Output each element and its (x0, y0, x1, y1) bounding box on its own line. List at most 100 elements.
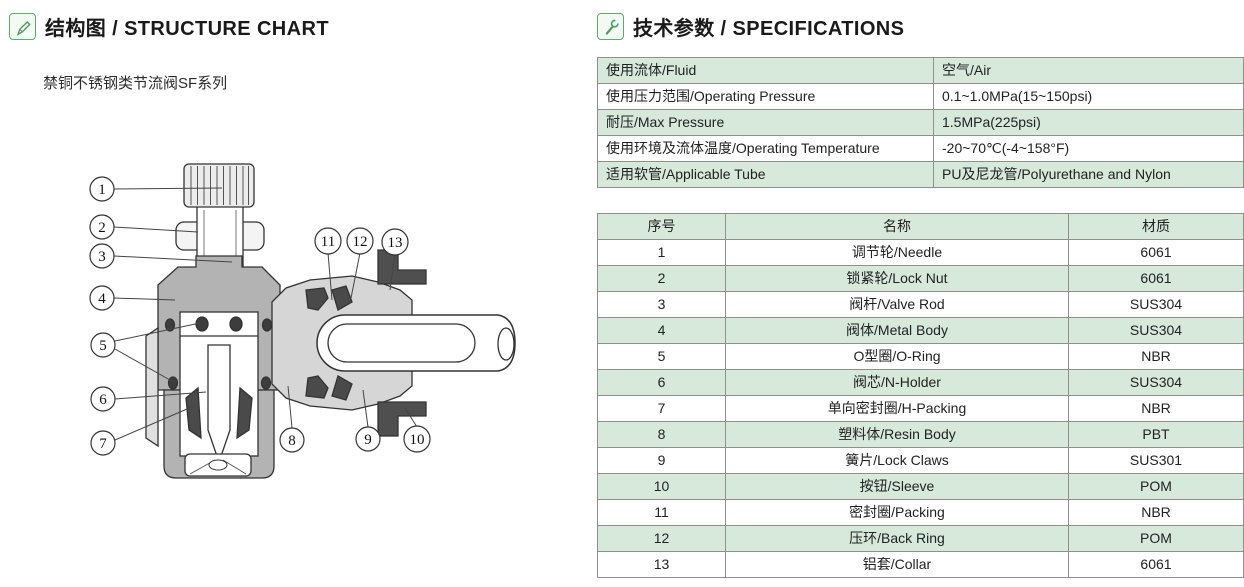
spec-label: 耐压/Max Pressure (597, 109, 934, 136)
callout-2: 2 (89, 214, 115, 240)
table-row: 使用流体/Fluid 空气/Air (597, 57, 1244, 84)
spec-value: 1.5MPa(225psi) (933, 109, 1244, 136)
part-no: 5 (597, 343, 726, 370)
part-name: O型圈/O-Ring (725, 343, 1069, 370)
table-row: 7 单向密封圈/H-Packing NBR (597, 395, 1244, 422)
table-row: 3 阀杆/Valve Rod SUS304 (597, 291, 1244, 318)
part-no: 13 (597, 551, 726, 578)
parts-header-name: 名称 (725, 213, 1069, 240)
table-row: 8 塑料体/Resin Body PBT (597, 421, 1244, 448)
svg-text:8: 8 (288, 433, 296, 449)
structure-chart-title: 结构图 / STRUCTURE CHART (45, 18, 329, 40)
part-no: 11 (597, 499, 726, 526)
part-name: 按钮/Sleeve (725, 473, 1069, 500)
table-row: 2 锁紧轮/Lock Nut 6061 (597, 265, 1244, 292)
svg-text:4: 4 (98, 291, 106, 307)
spec-label: 使用流体/Fluid (597, 57, 934, 84)
part-name: 阀杆/Valve Rod (725, 291, 1069, 318)
parts-header-serial: 序号 (597, 213, 726, 240)
svg-text:11: 11 (321, 234, 335, 250)
table-row: 使用环境及流体温度/Operating Temperature -20~70℃(… (597, 135, 1244, 162)
part-name: 锁紧轮/Lock Nut (725, 265, 1069, 292)
structure-chart-header: 结构图 / STRUCTURE CHART (9, 12, 329, 41)
part-material: NBR (1068, 395, 1244, 422)
part-name: 压环/Back Ring (725, 525, 1069, 552)
part-no: 3 (597, 291, 726, 318)
part-name: 簧片/Lock Claws (725, 447, 1069, 474)
svg-text:3: 3 (98, 249, 106, 265)
part-no: 7 (597, 395, 726, 422)
valve-cross-section-drawing: 1 2 3 4 5 6 7 8 9 10 11 12 13 (89, 163, 516, 479)
spec-value: PU及尼龙管/Polyurethane and Nylon (933, 161, 1244, 188)
svg-text:5: 5 (99, 338, 107, 354)
table-row: 10 按钮/Sleeve POM (597, 473, 1244, 500)
part-name: 阀芯/N-Holder (725, 369, 1069, 396)
pencil-icon (9, 13, 36, 40)
specifications-header: 技术参数 / SPECIFICATIONS (597, 12, 904, 41)
part-no: 10 (597, 473, 726, 500)
callout-3: 3 (89, 243, 115, 269)
part-no: 6 (597, 369, 726, 396)
spec-label: 使用环境及流体温度/Operating Temperature (597, 135, 934, 162)
callout-1: 1 (89, 176, 115, 202)
svg-text:1: 1 (98, 182, 106, 198)
table-row: 5 O型圈/O-Ring NBR (597, 343, 1244, 370)
part-name: 塑料体/Resin Body (725, 421, 1069, 448)
part-material: NBR (1068, 343, 1244, 370)
table-row: 1 调节轮/Needle 6061 (597, 239, 1244, 266)
series-subtitle: 禁铜不锈钢类节流阀SF系列 (43, 75, 228, 92)
table-row: 9 簧片/Lock Claws SUS301 (597, 447, 1244, 474)
part-material: SUS301 (1068, 447, 1244, 474)
wrench-icon (597, 13, 624, 40)
callout-12: 12 (346, 227, 374, 255)
callout-4: 4 (89, 285, 115, 311)
svg-text:9: 9 (364, 432, 372, 448)
part-material: 6061 (1068, 265, 1244, 292)
table-row: 4 阀体/Metal Body SUS304 (597, 317, 1244, 344)
table-row: 13 铝套/Collar 6061 (597, 551, 1244, 578)
part-material: POM (1068, 473, 1244, 500)
callout-9: 9 (355, 426, 381, 452)
spec-value: 0.1~1.0MPa(15~150psi) (933, 83, 1244, 110)
spec-table: 使用流体/Fluid 空气/Air 使用压力范围/Operating Press… (597, 57, 1244, 188)
part-material: POM (1068, 525, 1244, 552)
part-name: 阀体/Metal Body (725, 317, 1069, 344)
part-material: SUS304 (1068, 317, 1244, 344)
part-name: 密封圈/Packing (725, 499, 1069, 526)
table-row: 使用压力范围/Operating Pressure 0.1~1.0MPa(15~… (597, 83, 1244, 110)
spec-label: 适用软管/Applicable Tube (597, 161, 934, 188)
callout-5: 5 (90, 332, 116, 358)
parts-header-material: 材质 (1068, 213, 1244, 240)
part-name: 调节轮/Needle (725, 239, 1069, 266)
part-no: 12 (597, 525, 726, 552)
svg-text:13: 13 (388, 235, 403, 251)
part-material: NBR (1068, 499, 1244, 526)
part-no: 8 (597, 421, 726, 448)
callout-10: 10 (403, 425, 431, 453)
spec-value: -20~70℃(-4~158°F) (933, 135, 1244, 162)
parts-table: 序号 名称 材质 1 调节轮/Needle 6061 2 锁紧轮/Lock Nu… (597, 213, 1244, 578)
part-material: PBT (1068, 421, 1244, 448)
spec-value: 空气/Air (933, 57, 1244, 84)
callout-11: 11 (314, 227, 342, 255)
part-material: 6061 (1068, 551, 1244, 578)
table-row: 11 密封圈/Packing NBR (597, 499, 1244, 526)
leader-lines (113, 187, 418, 441)
part-material: SUS304 (1068, 291, 1244, 318)
part-material: 6061 (1068, 239, 1244, 266)
svg-text:7: 7 (99, 436, 107, 452)
part-no: 4 (597, 317, 726, 344)
table-row: 耐压/Max Pressure 1.5MPa(225psi) (597, 109, 1244, 136)
svg-text:12: 12 (353, 234, 368, 250)
part-name: 单向密封圈/H-Packing (725, 395, 1069, 422)
spec-label: 使用压力范围/Operating Pressure (597, 83, 934, 110)
part-name: 铝套/Collar (725, 551, 1069, 578)
callout-7: 7 (90, 430, 116, 456)
part-no: 2 (597, 265, 726, 292)
table-row: 12 压环/Back Ring POM (597, 525, 1244, 552)
specifications-title: 技术参数 / SPECIFICATIONS (633, 18, 905, 40)
part-no: 1 (597, 239, 726, 266)
svg-text:6: 6 (99, 392, 107, 408)
callout-13: 13 (381, 228, 409, 256)
